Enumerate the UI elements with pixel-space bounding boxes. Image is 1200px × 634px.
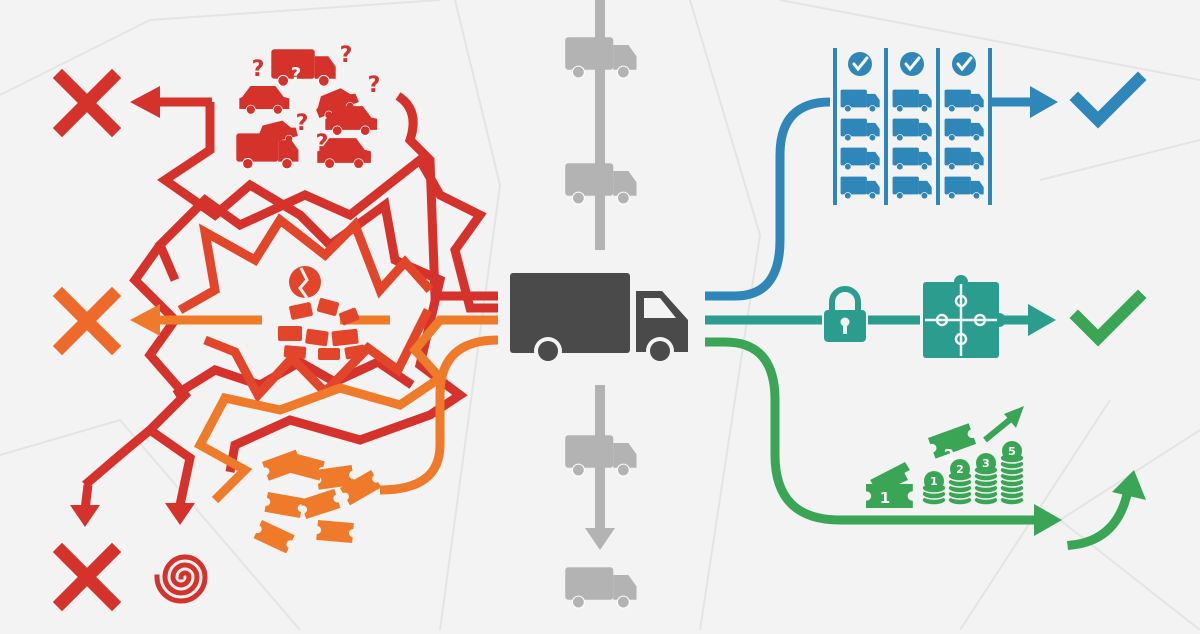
- arrow-right-icon: [1034, 504, 1062, 536]
- conveyor-truck-icon: [565, 567, 637, 610]
- chaotic-maze-paths: [80, 92, 499, 511]
- center-conveyor: [565, 0, 637, 610]
- arrow-down-icon: [165, 503, 195, 525]
- x-icon: [52, 542, 122, 612]
- fleet-truck-icon: [944, 118, 984, 142]
- x-icon: [52, 68, 122, 138]
- coin-icon: [976, 453, 996, 473]
- growth-arrow-icon: [983, 415, 1014, 443]
- left-outcome-marks: [52, 68, 208, 612]
- growth-cluster: 1 2 1 2 3 5: [866, 406, 1025, 508]
- fleet-truck-icon: [840, 118, 880, 142]
- organized-flow-paths: [705, 97, 1040, 525]
- check-icon: [1069, 289, 1147, 347]
- fleet-truck-icon: [944, 176, 984, 200]
- ticket-number: 2: [944, 446, 954, 464]
- check-badge-icon: [848, 52, 872, 76]
- coin-icon: [924, 471, 944, 491]
- question-mark: ?: [296, 111, 309, 136]
- fleet-truck-icon: [840, 89, 880, 113]
- ticket-icon: [284, 452, 325, 481]
- question-mark: ?: [316, 131, 329, 156]
- coin-icon: [1002, 441, 1022, 461]
- main-delivery-truck-icon: [510, 273, 688, 365]
- x-icon: [52, 286, 122, 356]
- check-icon: [1069, 71, 1147, 129]
- conveyor-down-arrow: [585, 528, 615, 550]
- fleet-truck-icon: [892, 89, 932, 113]
- question-marks: ? ? ? ? ? ?: [252, 43, 381, 156]
- ticket-icon: [316, 520, 354, 544]
- arrow-down-icon: [70, 505, 100, 527]
- coin-number: 5: [1008, 445, 1016, 458]
- fleet-truck-icon: [840, 176, 880, 200]
- fleet-truck-icon: [892, 147, 932, 171]
- coin-icon: [950, 459, 970, 479]
- right-outcome-marks: [1067, 71, 1147, 550]
- up-arrow-icon: [1067, 484, 1134, 550]
- organized-fleet-grid: [833, 48, 992, 205]
- coin-number: 1: [930, 475, 938, 488]
- broken-rubble-cluster: [278, 266, 366, 360]
- ticket-icon: [253, 520, 295, 554]
- right-arrowheads: [1028, 86, 1062, 536]
- lost-truck-icon: [271, 49, 336, 88]
- lost-car-icon: [325, 106, 378, 137]
- spiral-icon: [154, 554, 208, 604]
- scattered-tickets: [253, 449, 382, 554]
- fleet-truck-icon: [944, 147, 984, 171]
- coin-number: 3: [982, 457, 990, 470]
- question-mark: ?: [291, 64, 301, 85]
- check-badge-icon: [900, 52, 924, 76]
- ticket-icon: [300, 488, 341, 520]
- question-mark: ?: [368, 73, 381, 98]
- lost-car-icon: [239, 86, 290, 116]
- arrow-right-icon: [1028, 304, 1056, 336]
- ticket-number: 1: [880, 489, 890, 507]
- fleet-truck-icon: [892, 176, 932, 200]
- left-arrowheads: [70, 86, 212, 527]
- ticket-icon: [264, 492, 304, 518]
- fleet-truck-icon: [840, 147, 880, 171]
- check-badge-icon: [952, 52, 976, 76]
- question-mark: ?: [252, 57, 265, 82]
- question-mark: ?: [340, 43, 353, 68]
- fleet-truck-icon: [892, 118, 932, 142]
- fleet-truck-icon: [944, 89, 984, 113]
- arrow-left-icon: [130, 86, 160, 118]
- coin-number: 2: [956, 463, 964, 476]
- padlock-icon: [824, 286, 866, 342]
- arrow-right-icon: [1030, 86, 1058, 118]
- puzzle-icon: [923, 275, 1006, 358]
- arrow-left-icon: [130, 304, 160, 336]
